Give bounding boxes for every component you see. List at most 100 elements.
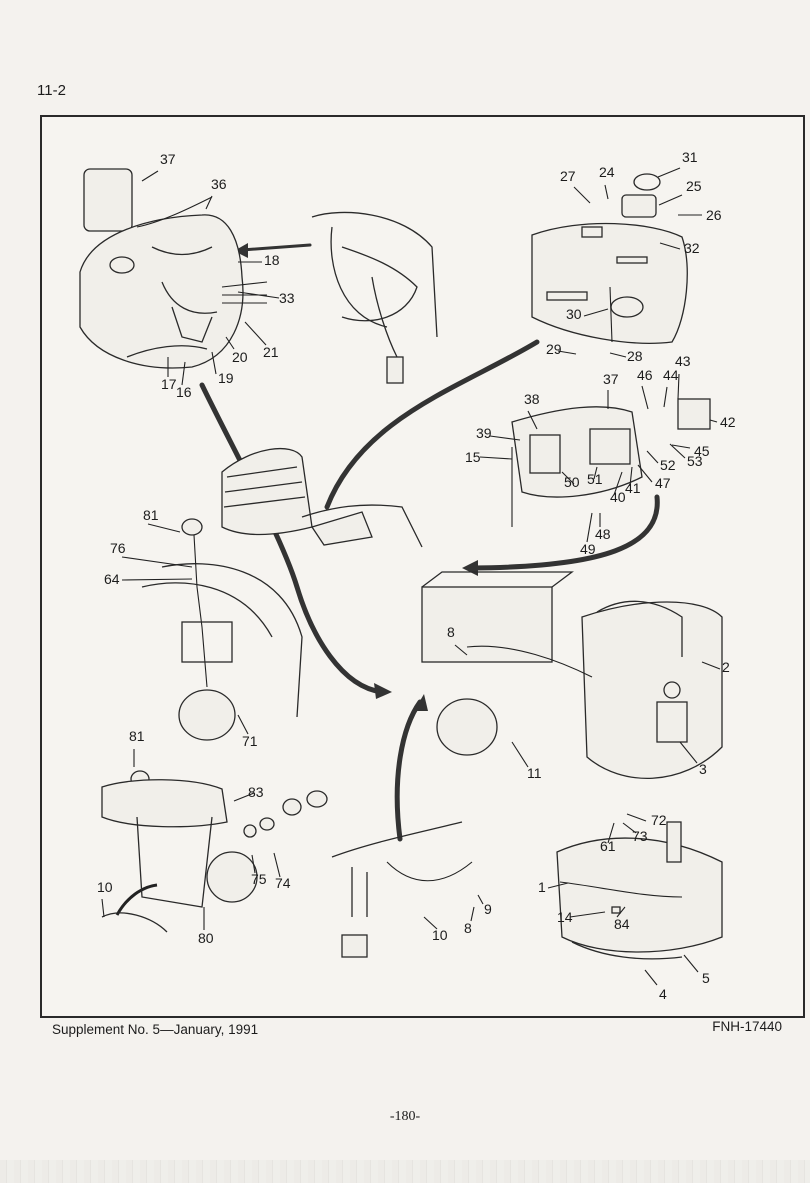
callout-47: 47 [655, 475, 671, 491]
callout-leader [454, 644, 468, 656]
callout-leader [557, 350, 577, 355]
flow-arrow-dash-to-seat [199, 382, 385, 695]
steering-wheel [310, 511, 373, 546]
callout-leader [233, 792, 255, 802]
wheel [178, 689, 236, 741]
callout-24: 24 [599, 164, 615, 180]
callout-leader [607, 822, 615, 844]
flow-arrowhead [374, 683, 392, 699]
callout-leader [225, 336, 235, 350]
callout-20: 20 [232, 349, 248, 365]
flow-arrow-key-to-dash [324, 339, 540, 510]
callout-81: 81 [143, 507, 159, 523]
callout-84: 84 [614, 916, 630, 932]
callout-leader [479, 456, 513, 460]
callout-leader [671, 444, 691, 449]
frame-harness [331, 821, 473, 958]
callout-14: 14 [557, 909, 573, 925]
callout-leader [583, 308, 609, 317]
operator-seat [141, 447, 423, 718]
flow-arrowhead [234, 243, 248, 258]
display-housing [83, 168, 133, 232]
dash-panel [79, 214, 244, 369]
callout-81: 81 [129, 728, 145, 744]
callout-11: 11 [527, 765, 542, 781]
callout-leader [527, 410, 538, 430]
callout-leader [646, 450, 659, 464]
starter-motor [436, 698, 498, 756]
callout-10: 10 [432, 927, 448, 943]
document-code: FNH-17440 [712, 1019, 782, 1034]
callout-33: 33 [279, 290, 295, 306]
engine-battery-area [421, 571, 723, 780]
callout-leader [604, 184, 609, 200]
fender-harness [178, 518, 236, 741]
callout-leader [561, 471, 575, 485]
relay [529, 434, 561, 474]
callout-leader [147, 523, 181, 533]
callout-leader [489, 435, 521, 441]
callout-36: 36 [211, 176, 227, 192]
flow-arrow-harness-up [394, 699, 423, 842]
key-switch-panel [531, 173, 688, 344]
section-reference: 11-2 [37, 82, 66, 99]
callout-leader [237, 714, 249, 735]
callout-leader [637, 464, 653, 483]
callout-leader [663, 386, 668, 408]
callout-37: 37 [603, 371, 619, 387]
callout-10: 10 [97, 879, 113, 895]
callout-18: 18 [264, 252, 280, 268]
callout-leader [181, 361, 186, 386]
callout-leader [237, 291, 280, 299]
flow-arrowhead [462, 560, 478, 576]
callout-30: 30 [566, 306, 582, 322]
harness-connector [386, 356, 404, 384]
callout-leader [657, 167, 681, 178]
callout-leader [273, 852, 281, 878]
callout-4: 4 [659, 986, 667, 1002]
callout-1: 1 [538, 879, 546, 895]
callout-2: 2 [722, 659, 730, 675]
electrical-module [511, 398, 711, 527]
callout-leader [121, 578, 193, 581]
callout-leader [701, 661, 721, 670]
callout-leader [121, 556, 193, 568]
callout-leader [593, 466, 598, 480]
callout-64: 64 [104, 571, 120, 587]
callout-leader [658, 194, 683, 206]
callout-25: 25 [686, 178, 702, 194]
callout-29: 29 [546, 341, 562, 357]
hood [101, 779, 228, 828]
callout-leader [622, 822, 637, 834]
flow-arrowhead [414, 694, 428, 711]
callout-9: 9 [484, 901, 492, 917]
engine-side-harness [556, 821, 723, 960]
engine-block [581, 601, 723, 780]
callout-19: 19 [218, 370, 234, 386]
callout-leader [211, 351, 217, 375]
callout-leader [423, 916, 438, 930]
callout-leader [511, 741, 529, 768]
callout-45: 45 [694, 443, 710, 459]
scan-edge [0, 1160, 810, 1183]
callout-71: 71 [242, 733, 258, 749]
callout-75: 75 [251, 871, 267, 887]
callout-39: 39 [476, 425, 492, 441]
callout-41: 41 [625, 480, 641, 496]
callout-17: 17 [161, 376, 177, 392]
console-cover [531, 222, 688, 344]
callout-31: 31 [682, 149, 698, 165]
callout-21: 21 [263, 344, 279, 360]
callout-leader [573, 186, 591, 204]
callout-leader [205, 195, 213, 210]
callout-83: 83 [248, 784, 264, 800]
callout-8: 8 [464, 920, 472, 936]
callout-16: 16 [176, 384, 192, 400]
callout-48: 48 [595, 526, 611, 542]
callout-leader [683, 954, 699, 973]
callout-leader [251, 854, 256, 874]
callout-50: 50 [564, 474, 580, 490]
callout-leader [477, 894, 484, 905]
